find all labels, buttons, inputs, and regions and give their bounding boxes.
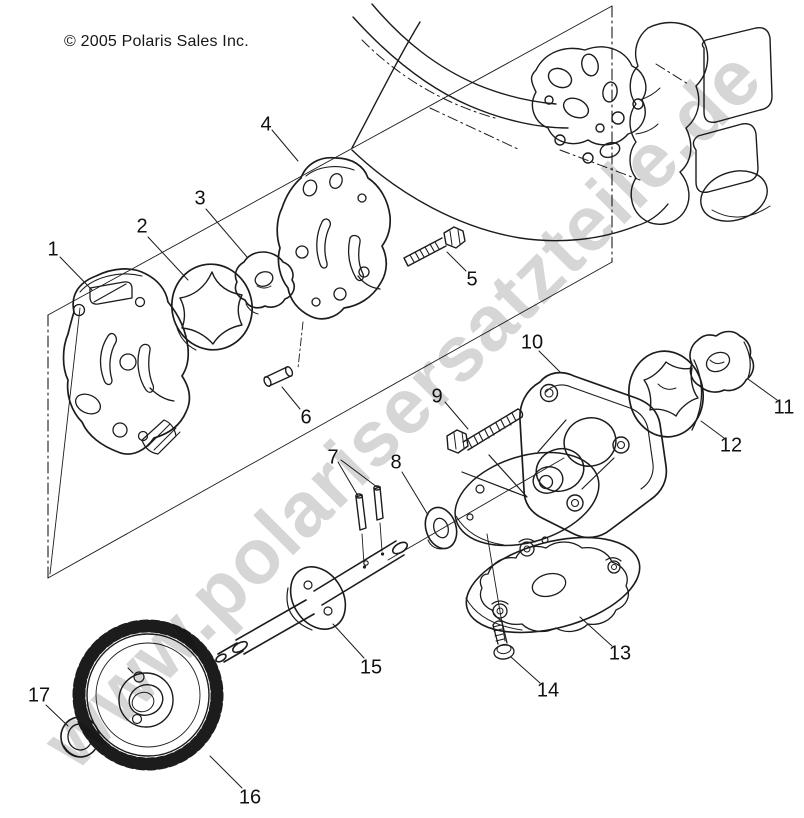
part-12-outer-rotor — [628, 350, 704, 438]
part-callout-15: 15 — [359, 656, 383, 679]
copyright-text: © 2005 Polaris Sales Inc. — [64, 33, 249, 50]
part-callout-5: 5 — [466, 268, 478, 291]
part-11-inner-rotor — [689, 330, 755, 393]
alignment-lines — [49, 307, 565, 642]
part-17-seal-washer — [60, 716, 100, 758]
part-callout-9: 9 — [431, 385, 443, 408]
part-10-pump-assembly — [454, 371, 668, 547]
part-callout-4: 4 — [260, 113, 272, 136]
part-5-bolt — [403, 226, 466, 267]
part-3-inner-rotor — [234, 251, 295, 315]
crankcase-outline — [351, 3, 773, 242]
part-callout-12: 12 — [719, 434, 743, 457]
part-2-outer-rotor — [170, 263, 254, 351]
part-4-pump-plate — [276, 156, 392, 320]
part-6-dowel-pin — [263, 366, 294, 387]
part-callout-3: 3 — [194, 187, 206, 210]
part-callout-2: 2 — [136, 215, 148, 238]
part-callout-13: 13 — [608, 642, 632, 665]
part-7-pins — [355, 485, 384, 531]
part-callout-14: 14 — [536, 679, 560, 702]
part-callout-1: 1 — [47, 238, 59, 261]
part-callout-8: 8 — [390, 451, 402, 474]
part-callout-16: 16 — [238, 786, 262, 809]
part-9-bolt — [446, 408, 524, 454]
part-14-screw — [492, 620, 515, 660]
part-callout-11: 11 — [773, 396, 795, 419]
part-callout-17: 17 — [27, 684, 51, 707]
part-16-gear — [72, 619, 224, 771]
leader-lines — [45, 129, 778, 789]
part-callout-7: 7 — [327, 446, 339, 469]
part-callout-6: 6 — [300, 406, 312, 429]
part-15-shaft — [215, 540, 409, 663]
part-13-cover-plate — [465, 536, 641, 634]
part-1-pump-housing — [62, 268, 191, 455]
part-callout-10: 10 — [520, 331, 544, 354]
